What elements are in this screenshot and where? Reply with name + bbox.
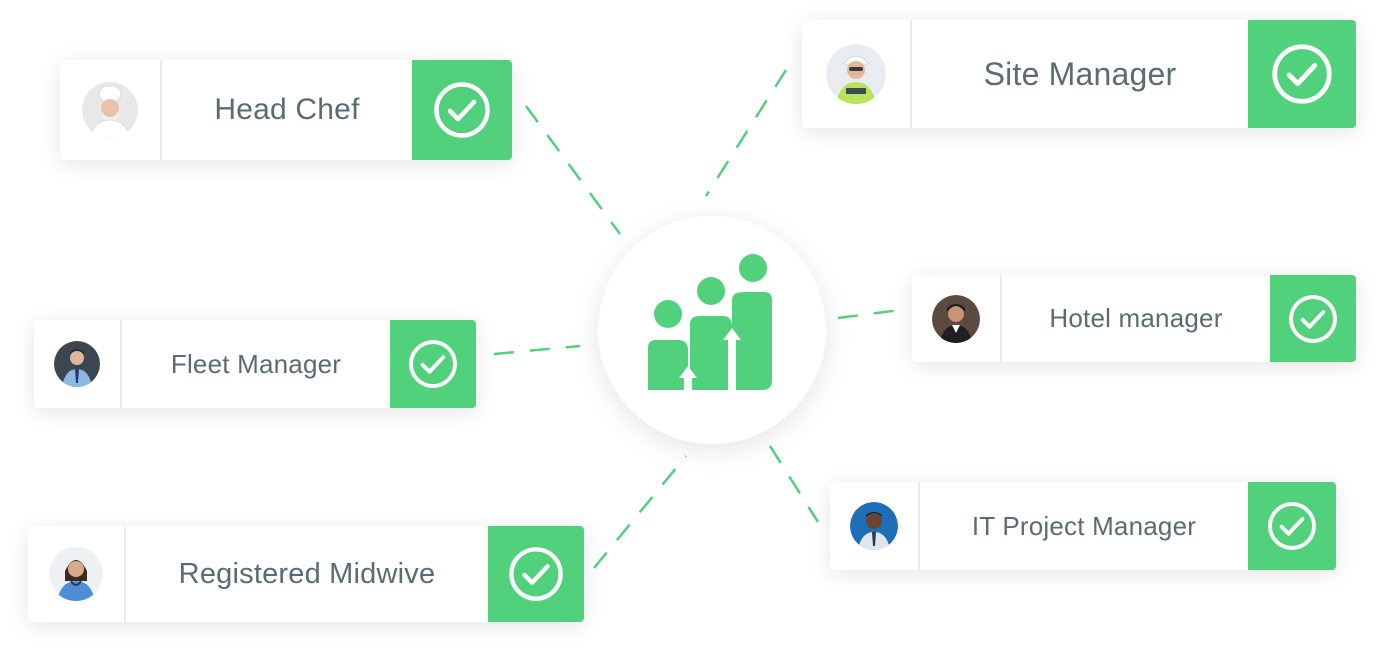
central-hub (598, 216, 826, 444)
card-it-project-manager: IT Project Manager (830, 482, 1336, 570)
avatar-cell (34, 320, 122, 408)
avatar-cell (912, 275, 1002, 362)
check-button[interactable] (1248, 20, 1356, 128)
card-head-chef: Head Chef (60, 60, 512, 160)
avatar-cell (60, 60, 162, 160)
card-label: Hotel manager (1049, 303, 1223, 333)
growth-people-logo-icon (648, 254, 772, 390)
check-circle-icon (509, 547, 563, 601)
hotel-manager-avatar (932, 294, 980, 343)
connector-fleet-manager (493, 344, 581, 356)
it-manager-avatar (850, 502, 898, 550)
check-button[interactable] (1270, 275, 1356, 362)
card-label: Site Manager (983, 55, 1177, 92)
card-label: Fleet Manager (170, 348, 342, 379)
construction-worker-avatar (826, 44, 886, 104)
chef-avatar (82, 82, 138, 138)
connector-head-chef (524, 105, 622, 235)
check-circle-icon (1268, 502, 1316, 550)
avatar-cell (830, 482, 920, 570)
connector-hotel-manager (837, 308, 901, 320)
check-circle-icon (434, 82, 490, 138)
card-fleet-manager: Fleet Manager (34, 320, 476, 408)
connector-registered-midwive (593, 455, 687, 569)
check-button[interactable] (412, 60, 512, 160)
card-site-manager: Site Manager (802, 20, 1356, 128)
card-label: Registered Midwive (178, 557, 436, 590)
card-label: IT Project Manager (971, 510, 1197, 541)
businessman-avatar (54, 341, 100, 387)
nurse-avatar (49, 547, 103, 601)
check-circle-icon (1289, 294, 1337, 343)
check-button[interactable] (390, 320, 476, 408)
check-button[interactable] (1248, 482, 1336, 570)
connector-it-project-manager (768, 445, 820, 523)
card-hotel-manager: Hotel manager (912, 275, 1356, 362)
check-circle-icon (1272, 44, 1332, 104)
check-circle-icon (409, 340, 457, 388)
avatar-cell (802, 20, 912, 128)
connector-site-manager (704, 69, 788, 197)
card-registered-midwive: Registered Midwive (28, 526, 584, 622)
check-button[interactable] (488, 526, 584, 622)
avatar-cell (28, 526, 126, 622)
card-label: Head Chef (214, 93, 360, 126)
